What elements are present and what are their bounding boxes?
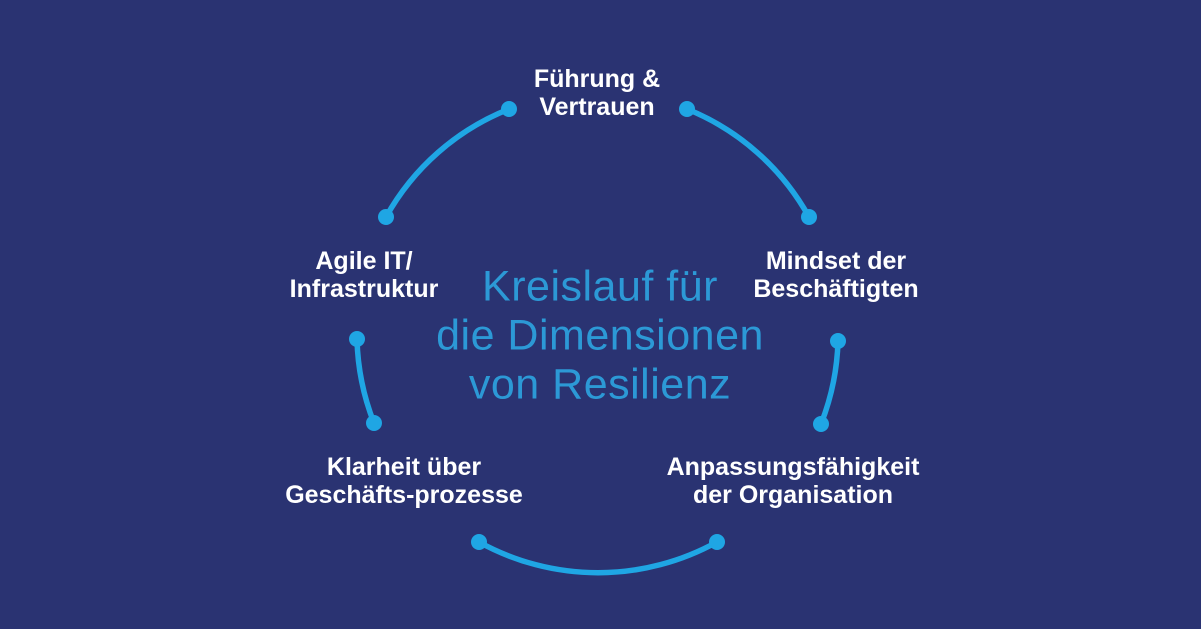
node-agile-it-infrastruktur: Agile IT/ Infrastruktur: [290, 247, 439, 303]
node-label-line: Infrastruktur: [289, 275, 439, 303]
arc-endpoint-dot: [501, 101, 517, 117]
diagram-title-line: von Resilienz: [468, 360, 732, 409]
arc-endpoint-dot: [471, 534, 487, 550]
arc-endpoint-dot: [813, 416, 829, 432]
arc-bottom: [477, 539, 719, 576]
node-label-line: Agile IT/: [315, 247, 413, 275]
node-label-line: Anpassungsfähigkeit: [666, 453, 920, 481]
node-fuehrung-vertrauen: Führung & Vertrauen: [534, 65, 660, 121]
arc-endpoint-dot: [349, 331, 365, 347]
arc-endpoint-dot: [801, 209, 817, 225]
arc-bottom-left-to-left: [354, 338, 377, 425]
node-label-line: Mindset der: [765, 247, 907, 275]
arc-endpoint-dot: [830, 333, 846, 349]
node-label-line: Beschäftigten: [753, 275, 919, 303]
node-mindset-der-beschaeftigten: Mindset der Beschäftigten: [753, 247, 918, 303]
arc-endpoint-dot: [709, 534, 725, 550]
node-label-line: Vertrauen: [539, 93, 655, 121]
arc-top-to-right: [685, 106, 812, 219]
arc-left-to-top: [383, 106, 511, 219]
node-label-line: Geschäfts-prozesse: [285, 481, 523, 509]
node-anpassungsfaehigkeit-organisation: Anpassungsfähigkeit der Organisation: [667, 453, 920, 509]
node-label-line: der Organisation: [692, 481, 894, 509]
arc-endpoint-dot: [679, 101, 695, 117]
node-label-line: Führung &: [533, 65, 661, 93]
arc-endpoint-dot: [378, 209, 394, 225]
arc-right-to-bottom-right: [818, 340, 841, 426]
diagram-title-line: die Dimensionen: [436, 311, 764, 360]
diagram-title: Kreislauf für die Dimensionen von Resili…: [436, 263, 764, 410]
node-klarheit-geschaeftsprozesse: Klarheit über Geschäfts-prozesse: [285, 453, 523, 509]
arc-endpoint-dot: [366, 415, 382, 431]
diagram-title-line: Kreislauf für: [482, 262, 718, 311]
node-label-line: Klarheit über: [326, 453, 482, 481]
